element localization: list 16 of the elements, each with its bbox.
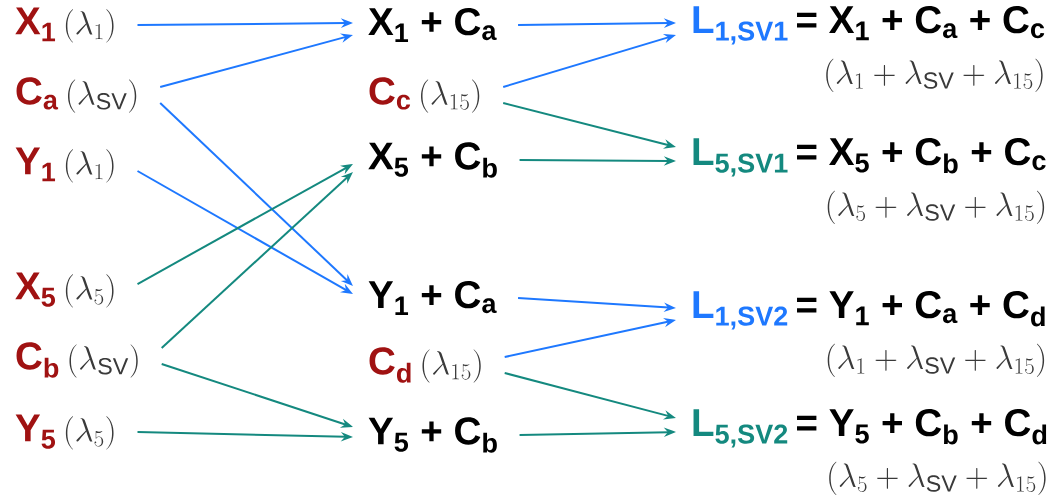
equation: L$_{5,SV1}$ = X$_{5}$ + C$_{b}$ + C$_{c}$ $(\lambda_{5}+\lambda_{\mathrm{SV}}+\lambda_{15})$ — [693, 137, 1046, 224]
term-label: C$_{a}$ $(\lambda_{\mathrm{SV}})$ — [16, 77, 137, 113]
equation: L$_{1,SV2}$ = Y$_{1}$ + C$_{a}$ + C$_{d}$ $(\lambda_{1}+\lambda_{\mathrm{SV}}+\lambda_{15})$ — [693, 290, 1045, 377]
term-label: X$_{1}$ $(\lambda_{1})$ — [15, 7, 114, 43]
term-label: C$_{c}$ $(\lambda_{15})$ — [369, 77, 480, 113]
term-label: C$_{b}$ $(\lambda_{\mathrm{SV}})$ — [16, 342, 138, 378]
term-label: X$_{5}$ $(\lambda_{5})$ — [15, 272, 114, 308]
term-label: Y$_{1}$ $(\lambda_{1})$ — [15, 147, 114, 183]
term-sum: Y$_{1}$ + C$_{a}$ — [368, 280, 497, 316]
term-sum: Y$_{5}$ + C$_{b}$ — [368, 417, 497, 453]
equation: L$_{5,SV2}$ = Y$_{5}$ + C$_{b}$ + C$_{d}$ $(\lambda_{5}+\lambda_{\mathrm{SV}}+\lambda_{15})$ — [693, 408, 1047, 495]
term-sum: X$_{5}$ + C$_{b}$ — [368, 142, 497, 178]
term-sum: X$_{1}$ + C$_{a}$ — [368, 7, 497, 43]
equation: L$_{1,SV1}$ = X$_{1}$ + C$_{a}$ + C$_{c}$ $(\lambda_{1}+\lambda_{\mathrm{SV}}+\lambda_{15})$ — [693, 5, 1045, 92]
term-label: Y$_{5}$ $(\lambda_{5})$ — [15, 414, 114, 450]
term-label: C$_{d}$ $(\lambda_{15})$ — [369, 347, 481, 383]
